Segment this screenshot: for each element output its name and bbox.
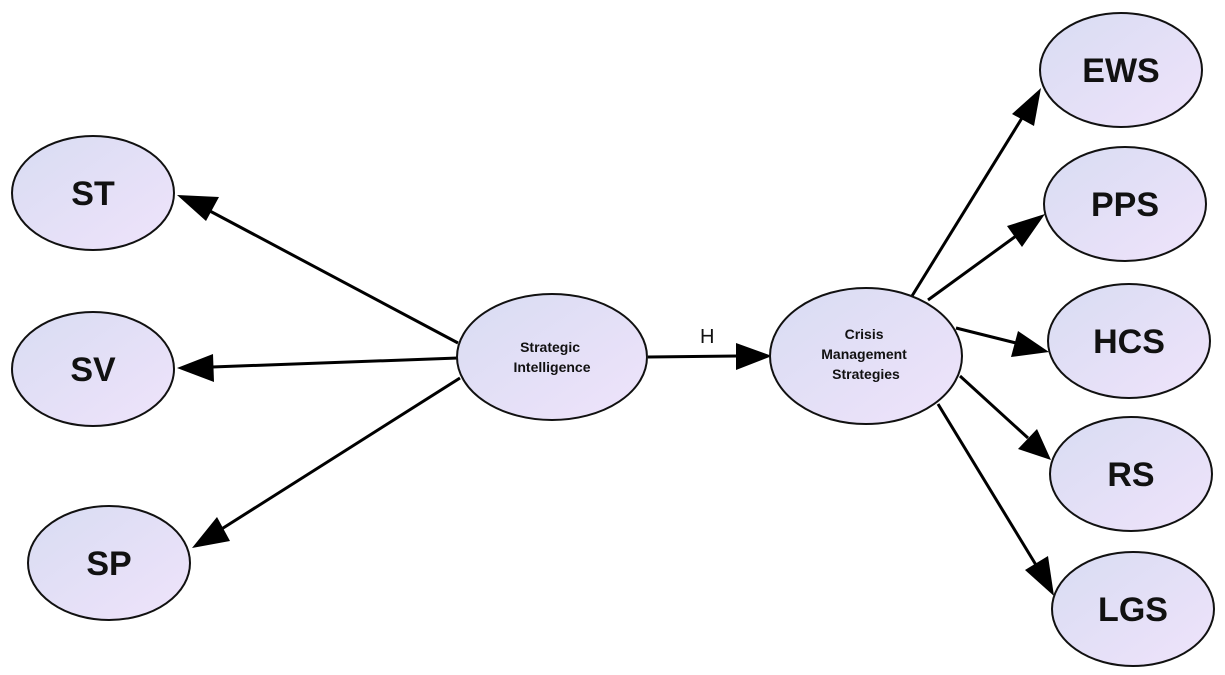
node-cms-line-3: Strategies <box>832 366 900 382</box>
node-cms-shape <box>769 287 963 425</box>
arrowhead-hcs <box>1011 331 1049 357</box>
node-cms-line-1: Crisis <box>845 326 884 342</box>
arrowhead-st <box>177 195 219 221</box>
node-cms-label: Crisis Management Strategies <box>821 326 910 382</box>
node-sp: SP <box>27 505 191 621</box>
node-pps: PPS <box>1043 146 1207 262</box>
edge-cms-to-rs <box>958 374 1030 440</box>
node-lgs-label: LGS <box>1098 591 1168 629</box>
node-rs-shape <box>1049 416 1213 532</box>
arrowhead-rs <box>1018 429 1051 460</box>
edge-si-to-sv <box>211 356 459 369</box>
edges: H <box>177 88 1054 596</box>
arrowhead-cms <box>736 343 772 370</box>
arrowhead-ews <box>1012 88 1041 126</box>
edge-cms-to-lgs <box>936 403 1038 566</box>
node-ews: EWS <box>1039 12 1203 128</box>
node-rs: RS <box>1049 416 1213 532</box>
nodes: ST SV SP Strategic Intelligence Crisis M… <box>11 12 1215 667</box>
node-st: ST <box>11 135 175 251</box>
node-pps-shape <box>1043 146 1207 262</box>
node-si-line-2: Intelligence <box>513 359 590 375</box>
node-hcs-shape <box>1047 283 1211 399</box>
node-sp-shape <box>27 505 191 621</box>
node-lgs-shape <box>1051 551 1215 667</box>
arrowhead-sv <box>177 354 214 382</box>
node-rs-label: RS <box>1107 456 1154 494</box>
edge-si-to-st <box>207 208 459 345</box>
node-st-shape <box>11 135 175 251</box>
node-sv-label: SV <box>70 351 116 389</box>
edge-cms-to-ews <box>910 117 1024 297</box>
node-sp-label: SP <box>86 545 131 583</box>
node-strategic-intelligence: Strategic Intelligence <box>456 293 648 421</box>
node-lgs: LGS <box>1051 551 1215 667</box>
arrowhead-pps <box>1007 214 1045 247</box>
node-hcs-label: HCS <box>1093 323 1165 361</box>
node-pps-label: PPS <box>1091 186 1159 224</box>
node-si-label: Strategic Intelligence <box>513 339 590 375</box>
node-hcs: HCS <box>1047 283 1211 399</box>
node-si-line-1: Strategic <box>520 339 580 355</box>
node-st-label: ST <box>71 175 115 213</box>
edge-label-h: H <box>700 326 714 348</box>
node-ews-label: EWS <box>1082 52 1159 90</box>
node-crisis-management-strategies: Crisis Management Strategies <box>769 287 963 425</box>
arrowhead-lgs <box>1025 556 1054 596</box>
arrowhead-sp <box>192 517 230 548</box>
edge-si-to-sp <box>219 376 461 532</box>
node-sv-shape <box>11 311 175 427</box>
edge-cms-to-hcs <box>955 326 1017 345</box>
node-ews-shape <box>1039 12 1203 128</box>
node-si-shape <box>456 293 648 421</box>
edge-cms-to-pps <box>927 234 1017 302</box>
node-cms-line-2: Management <box>821 346 907 362</box>
edge-si-to-cms <box>647 354 739 359</box>
node-sv: SV <box>11 311 175 427</box>
